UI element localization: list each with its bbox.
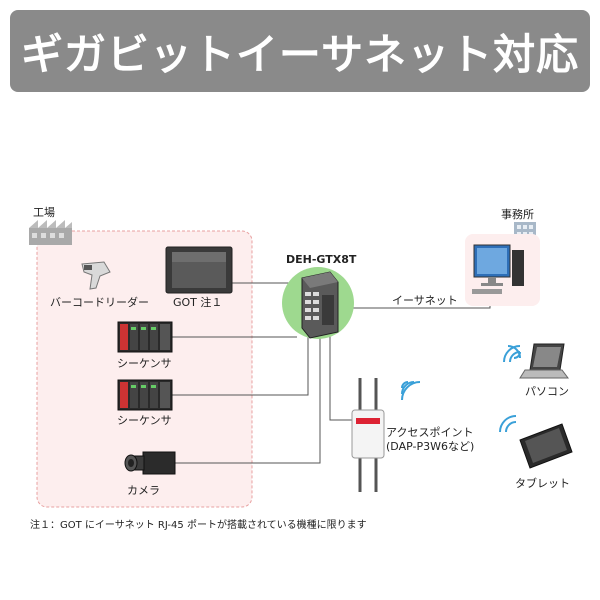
barcode-reader-icon xyxy=(81,261,111,290)
title-banner: ギガビットイーサネット対応 xyxy=(10,10,590,92)
factory-icon xyxy=(29,220,72,245)
laptop-icon xyxy=(519,343,569,379)
barcode-reader-label: バーコードリーダー xyxy=(50,296,149,309)
sequencer-1-icon xyxy=(117,321,173,353)
sequencer-1-label: シーケンサ xyxy=(117,357,172,370)
camera-label: カメラ xyxy=(127,484,160,497)
office-label: 事務所 xyxy=(501,208,534,221)
tablet-wifi-icon xyxy=(499,415,517,433)
banner-title: ギガビットイーサネット対応 xyxy=(20,29,580,79)
ethernet-label: イーサネット xyxy=(392,294,458,307)
access-point-label: アクセスポイント xyxy=(386,426,474,439)
switch-icon xyxy=(282,267,354,339)
sequencer-2-icon xyxy=(117,379,173,411)
link-camera xyxy=(175,330,321,464)
factory-zone xyxy=(36,230,253,508)
got-label: GOT 注１ xyxy=(173,296,223,309)
sequencer-2-label: シーケンサ xyxy=(117,414,172,427)
camera-icon xyxy=(124,451,176,475)
network-links xyxy=(172,282,491,464)
tablet-label: タブレット xyxy=(515,477,570,490)
got-panel-icon xyxy=(165,246,233,294)
footnote: 注１：GOT にイーサネット RJ-45 ポートが搭載されている機種に限ります xyxy=(30,520,367,531)
switch-model-label: DEH-GTX8T xyxy=(286,253,357,266)
pc-label: パソコン xyxy=(525,385,569,398)
link-sequencer-2 xyxy=(172,330,309,396)
tablet-icon xyxy=(519,423,573,469)
link-access-point xyxy=(329,330,352,421)
access-point-model-label: (DAP-P3W6など) xyxy=(386,440,475,453)
access-point-icon xyxy=(351,378,385,492)
factory-label: 工場 xyxy=(33,206,55,219)
laptop-wifi-icon xyxy=(503,345,521,363)
desktop-pc-icon xyxy=(472,244,524,294)
access-point-wifi-icon xyxy=(401,381,421,401)
